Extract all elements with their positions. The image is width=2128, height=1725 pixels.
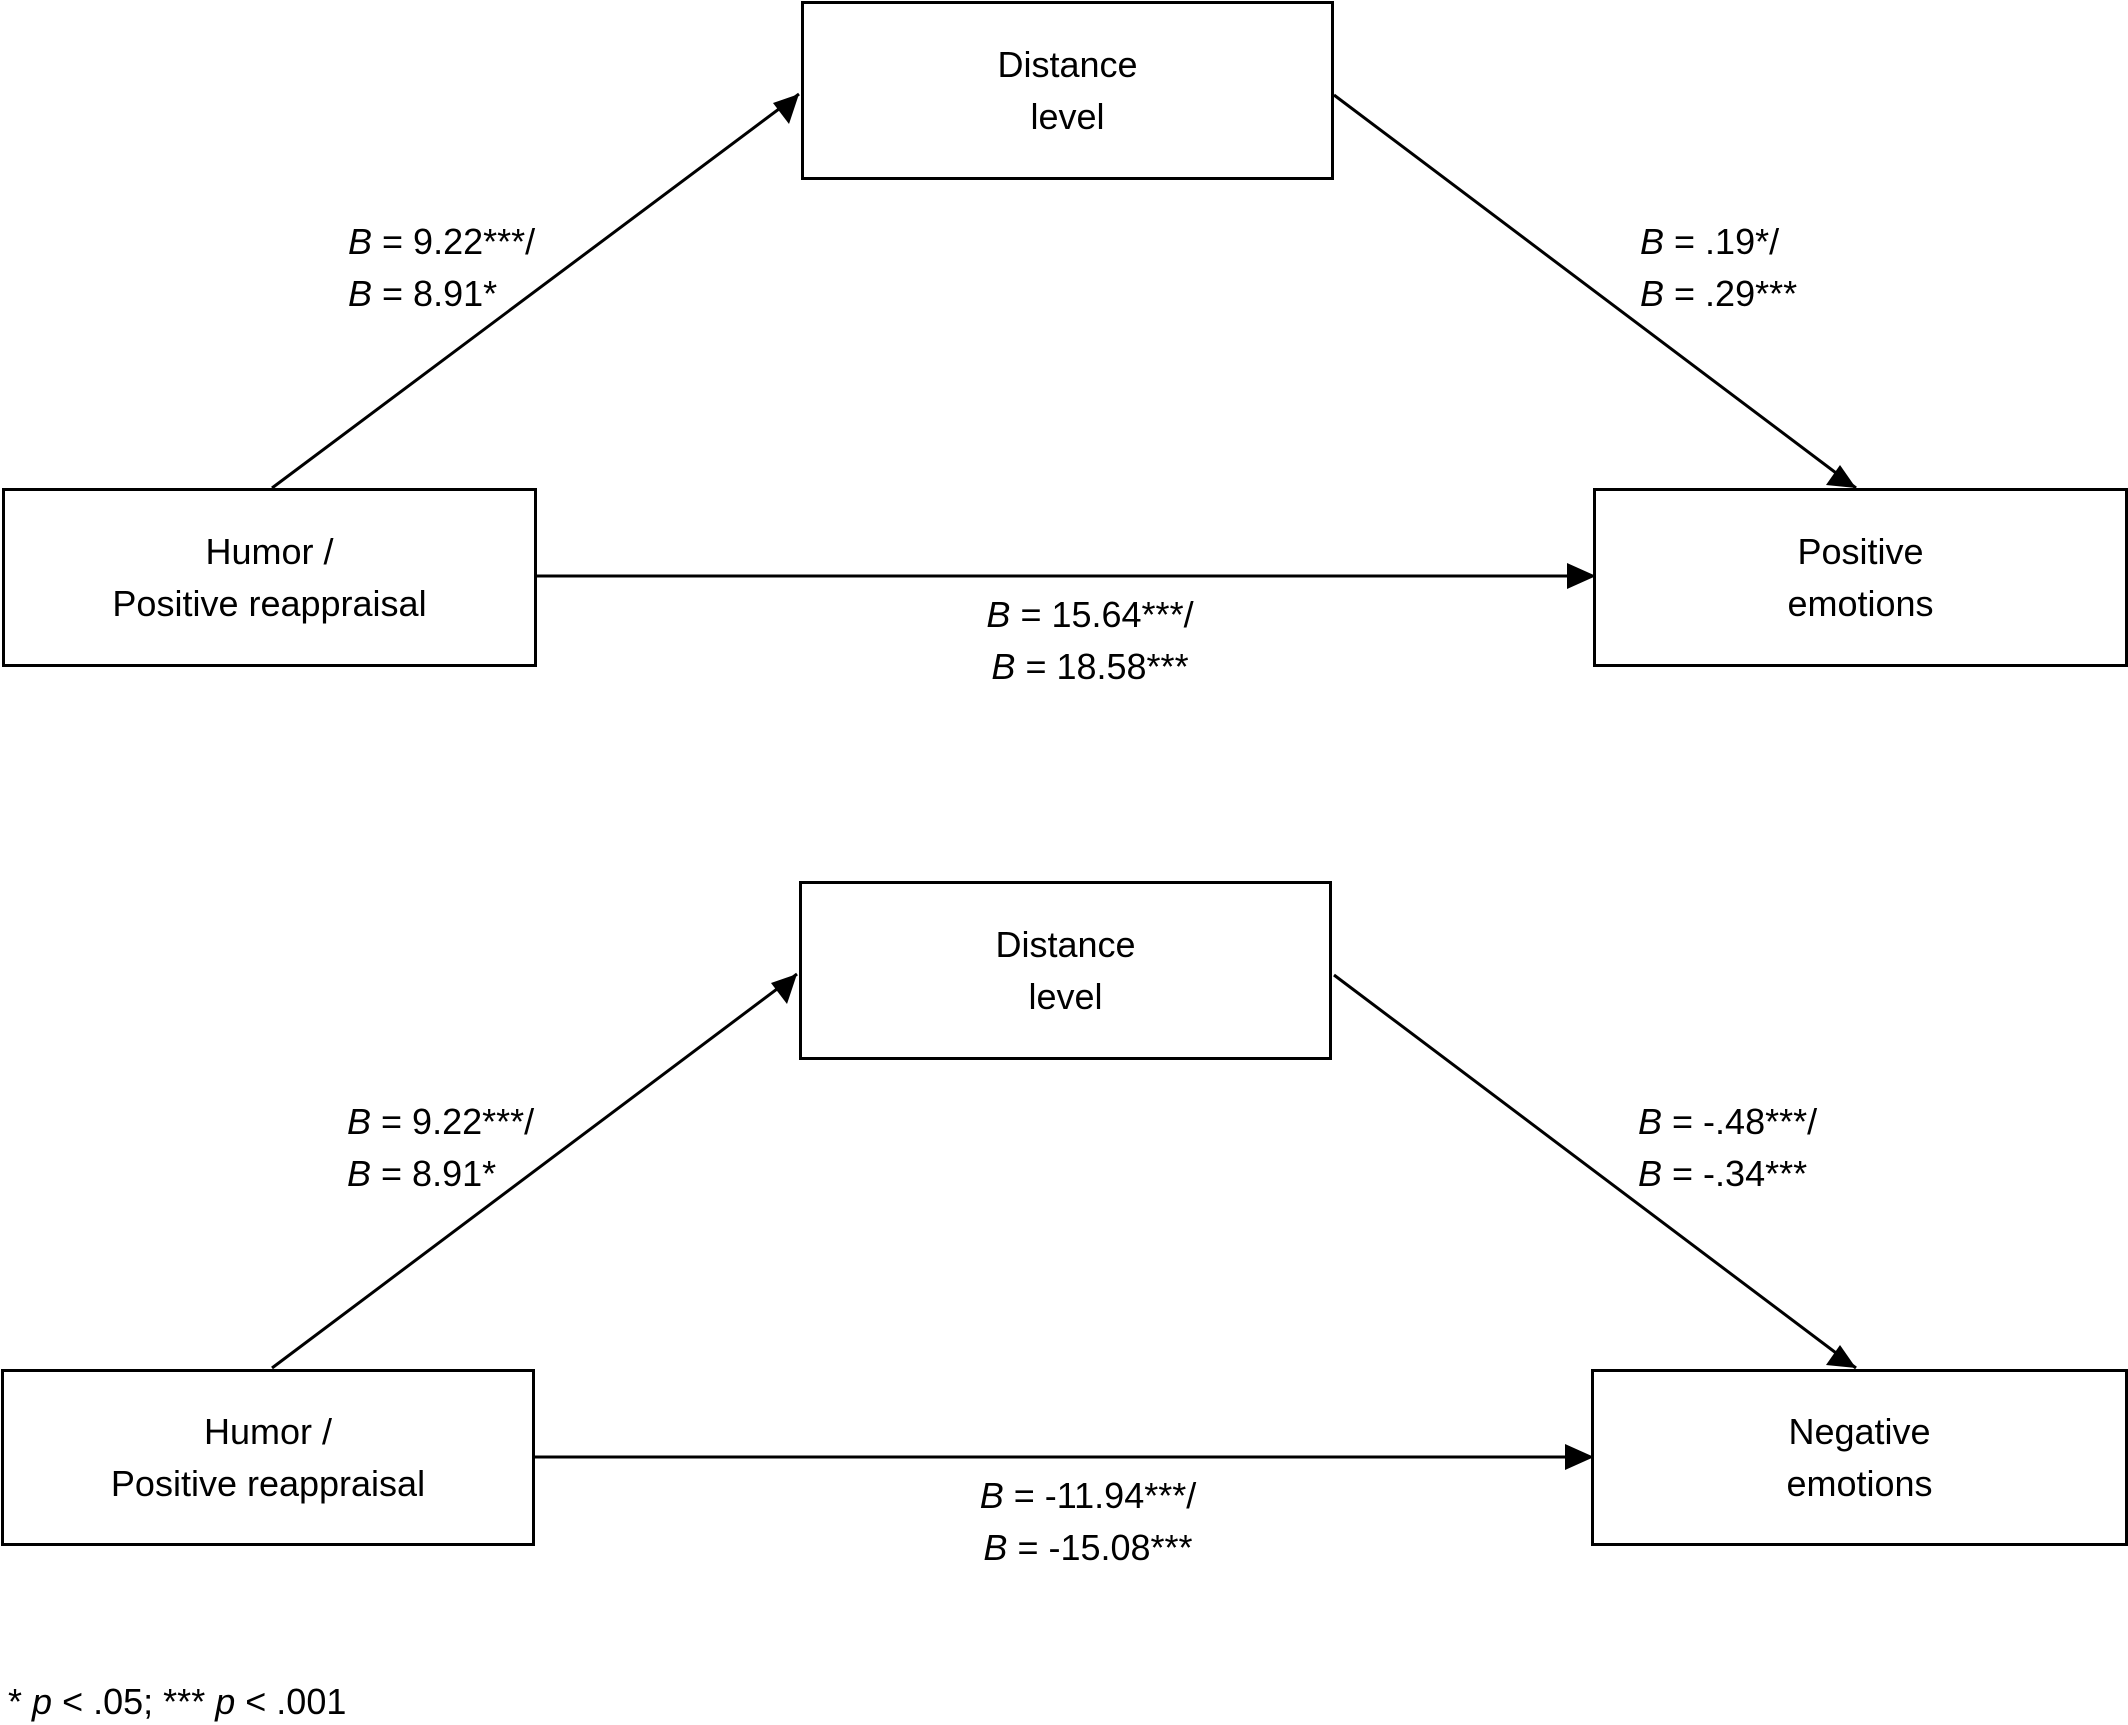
- top-path-c-arrowhead: [1567, 563, 1596, 589]
- top-path-a-label: B = 9.22***/ B = 8.91*: [348, 216, 535, 320]
- coef-symbol: B: [1640, 221, 1665, 262]
- top-outcome-line1: Positive: [1797, 530, 1924, 572]
- top-mediator-line2: level: [1030, 95, 1105, 137]
- coef-symbol: B: [348, 221, 373, 262]
- bottom-mediator-line2: level: [1028, 975, 1103, 1017]
- top-path-a-line2: B = 8.91*: [348, 273, 498, 314]
- bottom-path-a-arrowhead: [771, 974, 797, 1004]
- bottom-arrows: [271, 972, 1857, 1470]
- coef-symbol: B: [1638, 1101, 1663, 1142]
- top-path-a-arrow: [271, 92, 800, 490]
- top-path-b-line1: B = .19*/: [1640, 221, 1780, 262]
- top-predictor-line2: Positive reappraisal: [112, 582, 427, 624]
- top-path-a-line1: B = 9.22***/: [348, 221, 536, 262]
- p-symbol: p: [215, 1681, 236, 1722]
- p-symbol: p: [32, 1681, 53, 1722]
- top-predictor-box: Humor / Positive reappraisal: [2, 488, 537, 667]
- top-arrows: [271, 92, 1857, 589]
- top-path-c-line1: B = 15.64***/: [986, 594, 1194, 635]
- coef-symbol: B: [1638, 1153, 1663, 1194]
- bottom-path-a-arrow: [271, 972, 798, 1370]
- bottom-mediator-line1: Distance: [995, 923, 1136, 965]
- top-path-b-label: B = .19*/ B = .29***: [1640, 216, 1797, 320]
- top-outcome-box: Positive emotions: [1593, 488, 2128, 667]
- top-path-c-label: B = 15.64***/ B = 18.58***: [986, 589, 1193, 693]
- bottom-path-a-line1: B = 9.22***/: [347, 1101, 535, 1142]
- significance-footnote: * p < .05; *** p < .001: [8, 1681, 347, 1722]
- top-path-b-arrowhead: [1826, 465, 1856, 488]
- top-predictor-line1: Humor /: [205, 530, 334, 572]
- coef-symbol: B: [979, 1475, 1004, 1516]
- coef-symbol: B: [347, 1101, 372, 1142]
- coef-symbol: B: [983, 1527, 1008, 1568]
- bottom-path-a-line2: B = 8.91*: [347, 1153, 497, 1194]
- top-path-b-arrow: [1333, 93, 1857, 490]
- bottom-path-c-arrowhead: [1565, 1444, 1594, 1470]
- bottom-path-b-label: B = -.48***/ B = -.34***: [1638, 1096, 1817, 1200]
- bottom-outcome-box: Negative emotions: [1591, 1369, 2128, 1546]
- top-outcome-line2: emotions: [1787, 582, 1934, 624]
- bottom-predictor-line2: Positive reappraisal: [110, 1462, 426, 1504]
- coef-symbol: B: [986, 594, 1011, 635]
- coef-symbol: B: [991, 646, 1016, 687]
- bottom-predictor-box: Humor / Positive reappraisal: [1, 1369, 535, 1546]
- top-mediator-box: Distance level: [801, 1, 1334, 180]
- bottom-outcome-line2: emotions: [1786, 1462, 1933, 1504]
- bottom-outcome-line1: Negative: [1788, 1410, 1931, 1452]
- top-path-c-line2: B = 18.58***: [991, 646, 1189, 687]
- bottom-path-b-line2: B = -.34***: [1638, 1153, 1808, 1194]
- bottom-predictor-line1: Humor /: [203, 1410, 333, 1452]
- bottom-path-b-arrow: [1333, 973, 1857, 1370]
- bottom-path-b-line1: B = -.48***/: [1638, 1101, 1818, 1142]
- coef-symbol: B: [348, 273, 373, 314]
- bottom-path-c-line1: B = -11.94***/: [979, 1475, 1197, 1516]
- coef-symbol: B: [347, 1153, 372, 1194]
- top-path-b-line2: B = .29***: [1640, 273, 1798, 314]
- bottom-path-a-label: B = 9.22***/ B = 8.91*: [347, 1096, 534, 1200]
- top-mediator-line1: Distance: [997, 43, 1138, 85]
- bottom-path-c-line2: B = -15.08***: [983, 1527, 1193, 1568]
- top-path-a-arrowhead: [773, 94, 799, 124]
- bottom-path-b-arrowhead: [1826, 1345, 1856, 1368]
- bottom-mediator-box: Distance level: [799, 881, 1332, 1060]
- bottom-path-c-label: B = -11.94***/ B = -15.08***: [980, 1470, 1197, 1574]
- coef-symbol: B: [1640, 273, 1665, 314]
